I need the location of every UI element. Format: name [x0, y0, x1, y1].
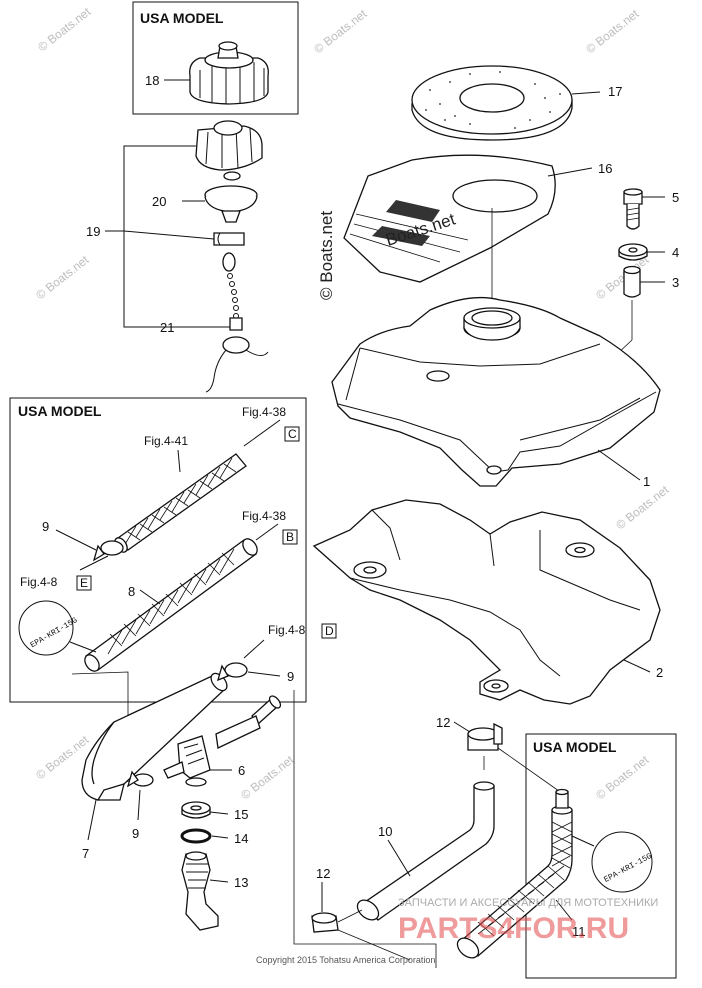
hose-clip-9c: 9 [126, 770, 154, 841]
gasket-ring-17: 17 [411, 65, 622, 141]
callout-14: 14 [234, 831, 248, 846]
fig-ref-e: Fig.4-8 [20, 575, 58, 589]
hose-clip-12b: 12 [311, 866, 411, 961]
hose-braided-11: 11 [456, 788, 586, 959]
watermark-text: © Boats.net [35, 4, 94, 54]
tank-tray-2: 2 [312, 499, 663, 705]
usa-model-box-top: USA MODEL 18 [132, 1, 299, 115]
callout-20: 20 [152, 194, 166, 209]
clip [213, 232, 245, 246]
fuel-cap-18 [189, 41, 269, 105]
callout-2: 2 [656, 665, 663, 680]
callout-21: 21 [160, 320, 174, 335]
washer-15: 15 [181, 801, 248, 822]
ru-watermark-top: ЗАПЧАСТИ И АКСЕССУАРЫ ДЛЯ МОТОТЕХНИКИ [398, 897, 658, 909]
fuel-tank-1: 1 [331, 296, 661, 489]
box-border [525, 733, 677, 979]
watermark-text: © Boats.net [593, 252, 652, 302]
box-header: USA MODEL [533, 739, 617, 755]
callout-9c: 9 [132, 826, 139, 841]
watermark-text: © Boats.net [593, 752, 652, 802]
usa-model-box-right: USA MODEL 11 EPA-KRI-15G [456, 733, 677, 979]
watermark-text: © Boats.net [238, 752, 297, 802]
callout-19: 19 [86, 224, 100, 239]
fig-ref-hose41: Fig.4-41 [144, 434, 188, 448]
hose-braided-upper [114, 453, 247, 553]
callout-13: 13 [234, 875, 248, 890]
fig-ref-d: Fig.4-8 [268, 623, 306, 637]
callout-11: 11 [572, 924, 586, 939]
chain-21 [205, 252, 269, 393]
callout-1: 1 [643, 474, 650, 489]
callout-12a: 12 [436, 715, 450, 730]
fig-ref-c: Fig.4-38 [242, 405, 286, 419]
o-ring-14: 14 [180, 828, 248, 846]
callout-4: 4 [672, 245, 679, 260]
callout-7: 7 [82, 846, 89, 861]
watermark-text: © Boats.net [613, 482, 672, 532]
ru-watermark-big: PARTS4FOR.RU [398, 912, 629, 945]
epa-label-right: EPA-KRI-15G [571, 831, 654, 893]
callout-18: 18 [145, 73, 159, 88]
fig-ref-c-box: C [288, 427, 297, 441]
fig-ref-e-box: E [80, 576, 88, 590]
cap-body [195, 125, 263, 171]
callout-9b: 9 [287, 669, 294, 684]
callout-3: 3 [672, 275, 679, 290]
callout-17: 17 [608, 84, 622, 99]
epa-label-left: EPA-KRI-15G [18, 600, 97, 656]
hose-clip-12a: 12 [436, 715, 567, 797]
fig-ref-d-box: D [325, 624, 334, 638]
fuel-valve-6: 6 [163, 695, 282, 787]
callout-12b: 12 [316, 866, 330, 881]
watermark-text: © Boats.net [311, 6, 370, 56]
hose-braided-8: 8 [84, 538, 258, 672]
cap-assembly-19: 20 19 21 [86, 120, 269, 393]
lower-left-fuel-line: 7 9 9 Fig.4-8 D 6 [71, 623, 337, 931]
box-header: USA MODEL [18, 403, 102, 419]
center-watermark: © Boats.net [317, 211, 336, 300]
copyright-notice: Copyright 2015 Tohatsu America Corporati… [256, 955, 435, 965]
fig-ref-b: Fig.4-38 [242, 509, 286, 523]
box-border [132, 1, 299, 115]
washer-4: 4 [618, 243, 679, 261]
callout-8: 8 [128, 584, 135, 599]
bolt-5: 5 [623, 188, 679, 230]
callout-6: 6 [238, 763, 245, 778]
watermark-text: © Boats.net [583, 6, 642, 56]
fuel-hose-10: 10 [356, 781, 495, 921]
fig-ref-b-box: B [286, 530, 294, 544]
callout-15: 15 [234, 807, 248, 822]
watermark-text: © Boats.net [33, 252, 92, 302]
hose-clip-9b: 9 [217, 662, 294, 684]
callout-5: 5 [672, 190, 679, 205]
usa-model-box-left: USA MODEL Fig.4-38 C Fig.4-41 9 Fig.4-38… [9, 397, 307, 703]
sticker-16: Boats.net 16 [343, 154, 612, 283]
box-header: USA MODEL [140, 10, 224, 26]
callout-16: 16 [598, 161, 612, 176]
callout-9a: 9 [42, 519, 49, 534]
hose-clip-9a: 9 [42, 519, 124, 562]
callout-10: 10 [378, 824, 392, 839]
strainer-13: 13 [181, 851, 248, 931]
